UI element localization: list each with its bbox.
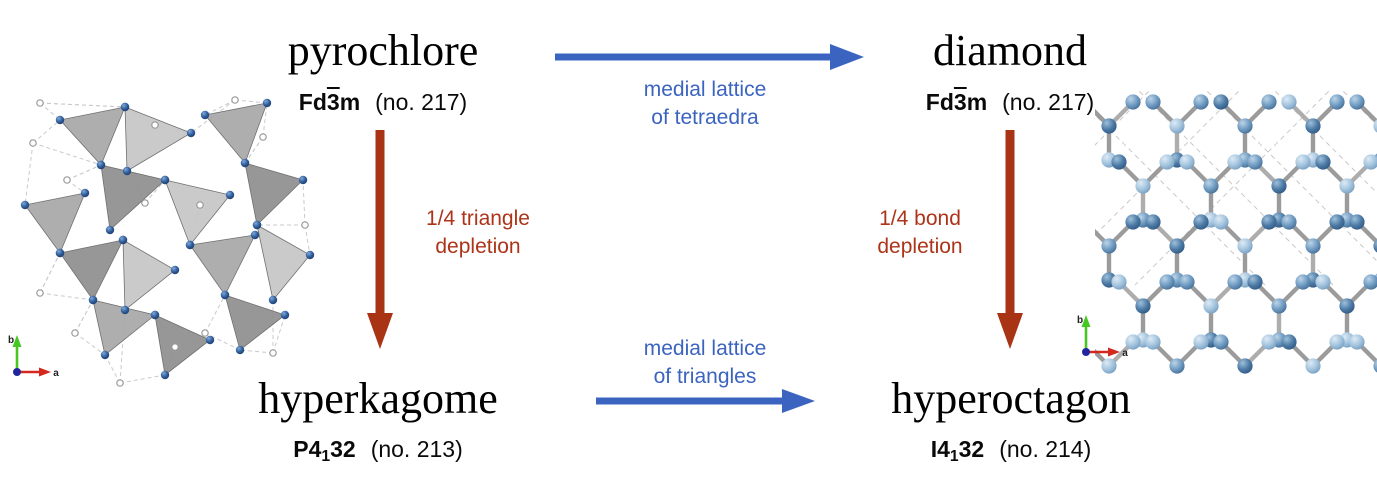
- spacegroup-symbol: Fd3m: [298, 89, 361, 115]
- axis-origin-dot: [13, 368, 21, 376]
- node-title-diamond: diamond: [933, 26, 1087, 75]
- node-title-pyrochlore: pyrochlore: [287, 26, 479, 75]
- spacegroup-hyperoctagon: I4132 (no. 214): [858, 436, 1164, 465]
- spacegroup-diamond: Fd3m (no. 217): [860, 89, 1160, 115]
- edge-label-triangle-depletion: 1/4 triangle depletion: [426, 207, 530, 258]
- axis-origin-dot: [1082, 348, 1090, 356]
- spacegroup-number: (no. 217): [1002, 89, 1095, 115]
- axis-a-arrowhead: [1108, 347, 1120, 357]
- axis-b-label: b: [8, 335, 14, 346]
- spacegroup-symbol: I4132: [930, 436, 985, 465]
- arrow-hyperkagome-to-hyperoctagon: [596, 389, 815, 413]
- axis-b-arrowhead: [12, 335, 22, 347]
- arrow-pyrochlore-to-diamond: [555, 44, 864, 70]
- arrow-diamond-to-hyperoctagon: [997, 130, 1023, 349]
- edge-label-medial-tetraedra: medial lattice of tetraedra: [643, 78, 767, 129]
- spacegroup-hyperkagome: P4132 (no. 213): [225, 436, 531, 465]
- hyperkagome-structure-image: [20, 96, 315, 387]
- spacegroup-symbol: P4132: [293, 436, 356, 465]
- axis-a-label: a: [1122, 348, 1128, 359]
- spacegroup-pyrochlore: Fd3m (no. 217): [230, 89, 536, 115]
- axis-b-label: b: [1077, 315, 1083, 326]
- axis-a-arrowhead: [39, 367, 51, 377]
- edge-label-bond-depletion: 1/4 bond depletion: [877, 207, 963, 258]
- axis-triad-right: b a: [1077, 315, 1128, 359]
- axis-b-arrowhead: [1081, 315, 1091, 327]
- hyperoctagon-structure-image: [1095, 90, 1377, 374]
- node-title-hyperkagome: hyperkagome: [258, 374, 498, 423]
- axis-a-label: a: [53, 368, 59, 379]
- axis-triad-left: b a: [8, 335, 59, 379]
- spacegroup-number: (no. 213): [370, 436, 463, 462]
- edge-label-medial-triangles: medial lattice of triangles: [643, 337, 767, 388]
- arrow-pyrochlore-to-hyperkagome: [367, 130, 393, 349]
- spacegroup-number: (no. 217): [375, 89, 468, 115]
- spacegroup-number: (no. 214): [999, 436, 1092, 462]
- node-title-hyperoctagon: hyperoctagon: [891, 374, 1131, 423]
- spacegroup-symbol: Fd3m: [925, 89, 988, 115]
